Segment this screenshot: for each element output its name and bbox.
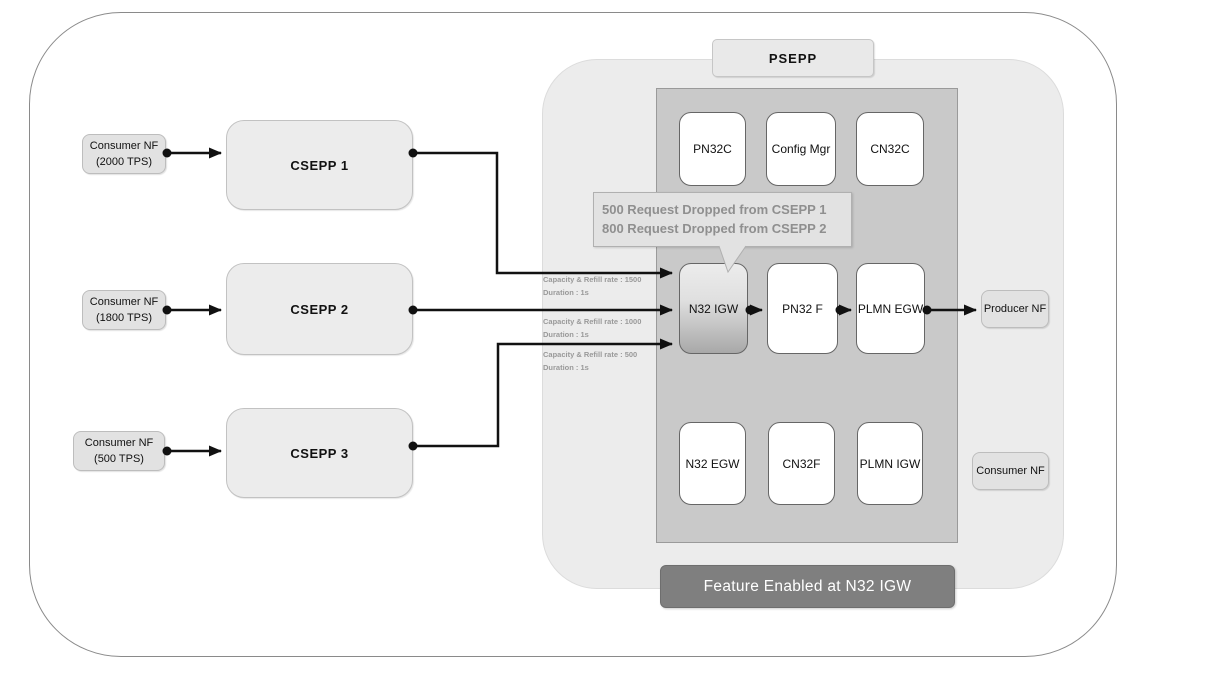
- rate-label-2-duration: Duration : 1s: [543, 330, 589, 339]
- rate-label-1-capacity: Capacity & Refill rate : 1500: [543, 275, 642, 284]
- node-pn32-f: PN32 F: [767, 263, 838, 354]
- node-n32-egw: N32 EGW: [679, 422, 746, 505]
- consumer-nf-2: Consumer NF (1800 TPS): [82, 290, 166, 330]
- node-plmn-egw: PLMN EGW: [856, 263, 925, 354]
- consumer-nf-2-name: Consumer NF: [89, 296, 159, 308]
- rate-label-3-capacity: Capacity & Refill rate : 500: [543, 350, 638, 359]
- rate-label-3: Capacity & Refill rate : 500 Duration : …: [543, 348, 663, 374]
- rate-label-1: Capacity & Refill rate : 1500 Duration :…: [543, 273, 663, 299]
- consumer-nf-1-tps: (2000 TPS): [95, 156, 153, 168]
- producer-nf: Producer NF: [981, 290, 1049, 328]
- feature-banner: Feature Enabled at N32 IGW: [660, 565, 955, 608]
- rate-label-3-duration: Duration : 1s: [543, 363, 589, 372]
- node-pn32c: PN32C: [679, 112, 746, 186]
- node-n32-igw: N32 IGW: [679, 263, 748, 354]
- drop-callout: 500 Request Dropped from CSEPP 1 800 Req…: [593, 192, 852, 247]
- csepp-1: CSEPP 1: [226, 120, 413, 210]
- csepp-2: CSEPP 2: [226, 263, 413, 355]
- rate-label-2: Capacity & Refill rate : 1000 Duration :…: [543, 315, 663, 341]
- node-config-mgr: Config Mgr: [766, 112, 836, 186]
- consumer-nf-3-name: Consumer NF: [84, 437, 154, 449]
- consumer-nf-3: Consumer NF (500 TPS): [73, 431, 165, 471]
- rate-label-2-capacity: Capacity & Refill rate : 1000: [543, 317, 642, 326]
- consumer-nf-psepp: Consumer NF: [972, 452, 1049, 490]
- node-cn32f: CN32F: [768, 422, 835, 505]
- consumer-nf-3-tps: (500 TPS): [94, 453, 144, 465]
- callout-line-1: 500 Request Dropped from CSEPP 1: [602, 202, 827, 217]
- consumer-nf-1: Consumer NF (2000 TPS): [82, 134, 166, 174]
- callout-line-2: 800 Request Dropped from CSEPP 2: [602, 221, 827, 236]
- consumer-nf-1-name: Consumer NF: [89, 140, 159, 152]
- rate-label-1-duration: Duration : 1s: [543, 288, 589, 297]
- consumer-nf-2-tps: (1800 TPS): [95, 312, 153, 324]
- node-plmn-igw: PLMN IGW: [857, 422, 923, 505]
- csepp-3: CSEPP 3: [226, 408, 413, 498]
- node-cn32c: CN32C: [856, 112, 924, 186]
- psepp-title: PSEPP: [712, 39, 874, 77]
